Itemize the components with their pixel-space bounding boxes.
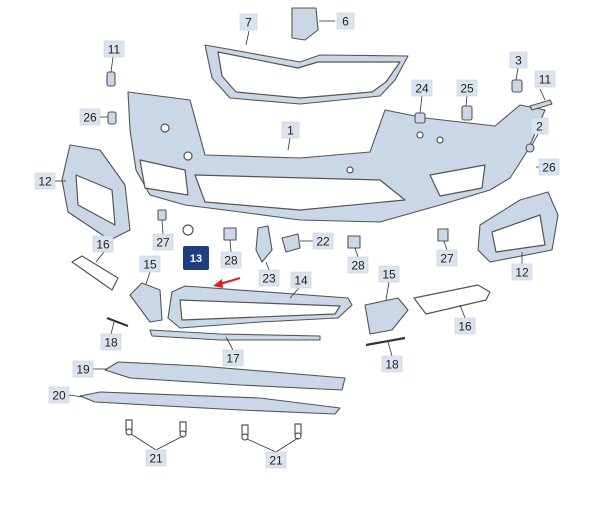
part-label-11: 11	[534, 70, 556, 88]
part-label-27: 27	[152, 233, 174, 251]
left-trim-frame-part	[71, 255, 119, 291]
svg-text:25: 25	[460, 82, 474, 96]
svg-text:27: 27	[440, 252, 454, 266]
left-strip-part	[106, 316, 129, 328]
svg-text:15: 15	[382, 268, 396, 282]
part-label-1: 1	[281, 121, 300, 139]
red-arrow-icon	[213, 277, 241, 288]
svg-text:2: 2	[536, 120, 543, 134]
svg-text:21: 21	[149, 452, 163, 466]
part-label-18: 18	[100, 333, 122, 351]
svg-text:27: 27	[156, 236, 170, 250]
svg-text:3: 3	[515, 54, 522, 68]
part-label-26: 26	[79, 108, 101, 126]
part-label-21: 21	[265, 451, 287, 469]
part-label-22: 22	[312, 232, 334, 250]
part-label-18: 18	[381, 355, 403, 373]
svg-text:24: 24	[415, 82, 429, 96]
svg-text:6: 6	[342, 15, 349, 29]
part-label-11: 11	[103, 40, 125, 58]
long-strip-part	[149, 329, 321, 341]
svg-text:14: 14	[294, 274, 308, 288]
part-label-14: 14	[290, 271, 312, 289]
svg-text:26: 26	[83, 111, 97, 125]
svg-text:12: 12	[38, 175, 52, 189]
leader-lines	[55, 20, 546, 453]
right-grille-insert-part	[364, 297, 409, 335]
small-fastener-parts	[106, 71, 553, 263]
part-label-27: 27	[436, 249, 458, 267]
svg-text:17: 17	[226, 352, 240, 366]
screw-icon	[125, 419, 302, 441]
svg-text:11: 11	[108, 43, 121, 57]
part-label-6: 6	[336, 12, 355, 30]
part-label-23: 23	[258, 269, 280, 287]
part-label-15: 15	[139, 255, 161, 273]
svg-text:11: 11	[539, 73, 552, 87]
svg-text:23: 23	[262, 272, 276, 286]
svg-text:21: 21	[269, 454, 283, 468]
part-label-12: 12	[511, 263, 533, 281]
part-label-26: 26	[538, 158, 560, 176]
svg-text:19: 19	[76, 363, 90, 377]
part-label-16: 16	[454, 317, 476, 335]
part-label-28: 28	[220, 251, 242, 269]
svg-text:22: 22	[316, 235, 330, 249]
part-label-28: 28	[347, 256, 369, 274]
emblem-bracket-part	[291, 7, 319, 41]
part-label-20: 20	[48, 386, 70, 404]
lower-spoiler-part	[104, 361, 346, 391]
part-label-3: 3	[509, 51, 528, 69]
svg-text:18: 18	[104, 336, 118, 350]
svg-text:20: 20	[52, 389, 66, 403]
svg-text:16: 16	[458, 320, 472, 334]
svg-text:18: 18	[385, 358, 399, 372]
right-strip-part	[365, 336, 406, 347]
part-label-25: 25	[456, 79, 478, 97]
part-label-7: 7	[239, 13, 258, 31]
svg-text:7: 7	[245, 16, 252, 30]
part-label-16: 16	[92, 235, 114, 253]
part-label-2: 2	[530, 117, 549, 135]
part-label-17: 17	[222, 349, 244, 367]
svg-text:26: 26	[542, 161, 556, 175]
svg-text:15: 15	[143, 258, 157, 272]
svg-text:16: 16	[96, 238, 110, 252]
svg-text:13: 13	[190, 253, 202, 265]
svg-text:1: 1	[287, 124, 294, 138]
svg-text:28: 28	[351, 259, 365, 273]
part-label-24: 24	[411, 79, 433, 97]
svg-text:12: 12	[515, 266, 529, 280]
skid-plate-part	[79, 391, 341, 415]
part-label-19: 19	[72, 360, 94, 378]
highlighted-part-13[interactable]: 13	[183, 246, 209, 270]
part-label-12: 12	[34, 172, 56, 190]
part-label-21: 21	[145, 449, 167, 467]
right-trim-frame-part	[413, 284, 491, 315]
left-grille-insert-part	[129, 282, 163, 323]
part-label-15: 15	[378, 265, 400, 283]
svg-text:28: 28	[224, 254, 238, 268]
